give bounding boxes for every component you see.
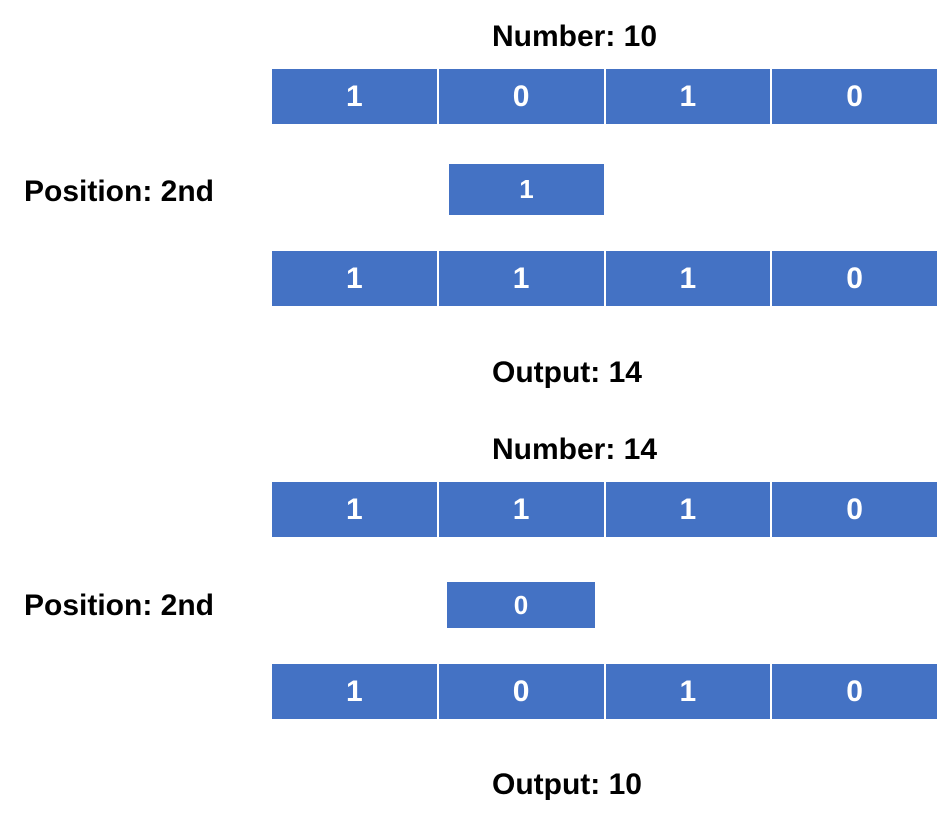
bit-cell: 0 xyxy=(438,664,606,719)
bit-cell: 1 xyxy=(605,664,773,719)
set-bit-box-1: 1 xyxy=(446,164,604,215)
bit-cell: 1 xyxy=(605,251,773,306)
bit-cell: 1 xyxy=(272,69,439,124)
number-label-1: Number: 10 xyxy=(492,20,658,53)
bit-cell: 0 xyxy=(772,482,937,537)
bit-cell: 1 xyxy=(605,69,773,124)
input-bits-row-2: 1 1 1 0 xyxy=(272,482,937,537)
position-label-1: Position: 2nd xyxy=(24,175,214,208)
bit-cell: 0 xyxy=(438,69,606,124)
bit-cell: 0 xyxy=(772,251,937,306)
bit-cell: 0 xyxy=(772,664,937,719)
result-bits-row-1: 1 1 1 0 xyxy=(272,251,937,306)
position-label-2: Position: 2nd xyxy=(24,589,214,622)
bit-cell: 1 xyxy=(438,482,606,537)
output-label-1: Output: 14 xyxy=(492,356,642,389)
bit-cell: 1 xyxy=(272,664,439,719)
input-bits-row-1: 1 0 1 0 xyxy=(272,69,937,124)
output-label-2: Output: 10 xyxy=(492,768,642,801)
result-bits-row-2: 1 0 1 0 xyxy=(272,664,937,719)
bit-cell: 1 xyxy=(438,251,606,306)
bit-cell: 1 xyxy=(272,251,439,306)
bit-cell: 1 xyxy=(605,482,773,537)
number-label-2: Number: 14 xyxy=(492,433,658,466)
set-bit-box-2: 0 xyxy=(447,582,595,628)
bit-cell: 0 xyxy=(772,69,937,124)
bit-cell: 1 xyxy=(272,482,439,537)
